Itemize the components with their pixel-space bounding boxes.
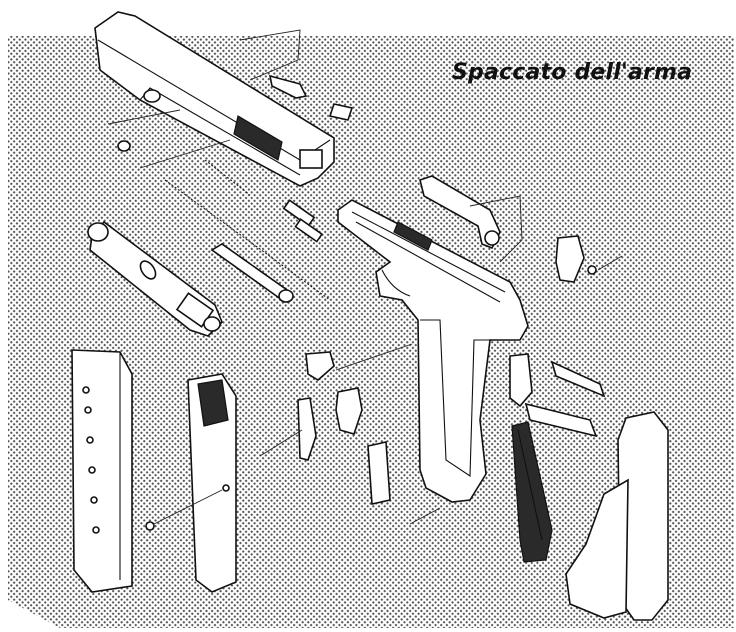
trigger bbox=[509, 353, 606, 438]
guide-rod bbox=[210, 243, 294, 303]
halftone-background bbox=[8, 36, 734, 628]
grip-panel-left bbox=[145, 373, 237, 593]
hammer bbox=[259, 343, 413, 461]
slide-stop bbox=[419, 175, 523, 263]
magazine bbox=[71, 349, 133, 593]
frame bbox=[337, 199, 529, 503]
slide bbox=[94, 11, 335, 187]
barrel bbox=[87, 220, 223, 337]
diagram-title: Spaccato dell'arma bbox=[452, 60, 693, 85]
mainspring-housing bbox=[511, 421, 553, 563]
safety-lever bbox=[555, 235, 623, 283]
firing-pin-parts bbox=[107, 29, 354, 169]
recoil-spring bbox=[164, 159, 331, 301]
disconnector bbox=[367, 441, 441, 525]
grip-panel-right bbox=[565, 411, 669, 621]
